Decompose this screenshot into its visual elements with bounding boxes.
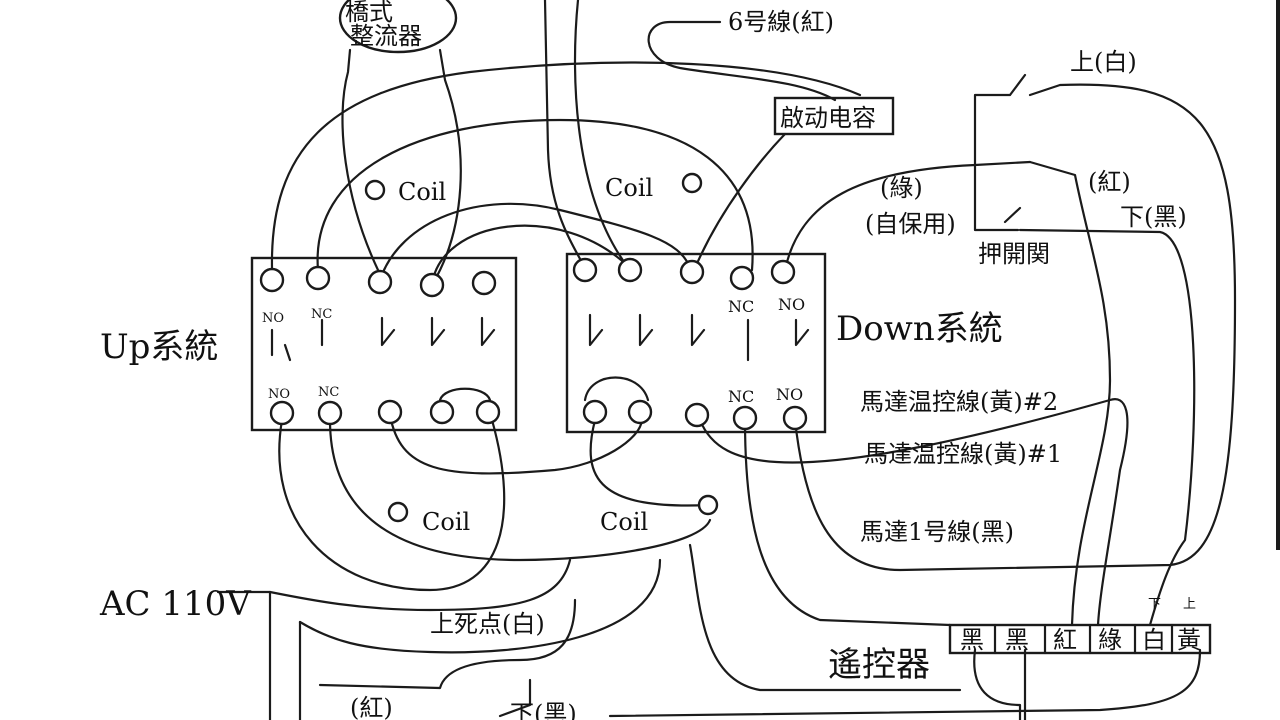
wire-ac-return bbox=[298, 558, 662, 654]
up-bottom-no-label: NO bbox=[268, 387, 290, 402]
wire6-red-label: 6号線(紅) bbox=[728, 8, 834, 36]
coil-up-top-dot bbox=[364, 179, 386, 201]
down-bottom-no-label: NO bbox=[776, 385, 803, 404]
coil-down-top-dot bbox=[681, 172, 703, 194]
bottom-partial-label: 下(黑) bbox=[510, 700, 577, 720]
wire-coil-up-top bbox=[316, 118, 754, 272]
coil-up-top-label: Coil bbox=[398, 178, 446, 206]
red-wire-label: (紅) bbox=[1088, 168, 1131, 196]
self-hold-label: (自保用) bbox=[865, 210, 956, 238]
wire-6-red-b bbox=[573, 0, 632, 272]
remote-cell-3: 紅 bbox=[1053, 626, 1077, 654]
wire-capacitor bbox=[693, 132, 787, 270]
remote-down-label: 下 bbox=[1148, 597, 1161, 612]
up-relay-block bbox=[250, 256, 518, 432]
wire-motor1-black bbox=[743, 418, 952, 627]
push-switch-body bbox=[973, 73, 1032, 232]
coil-down-bottom-dot bbox=[697, 494, 719, 516]
ac-110v-label: AC 110V bbox=[99, 584, 252, 624]
wire-limit-bottom bbox=[498, 678, 532, 718]
up-top-nc-label: NC bbox=[311, 307, 332, 322]
coil-down-top-label: Coil bbox=[605, 174, 653, 202]
wire-coil-bottom-left bbox=[388, 413, 644, 475]
down-black-label: 下(黑) bbox=[1120, 203, 1187, 231]
coil-down-bottom-label: Coil bbox=[600, 508, 648, 536]
wire-bottom-run bbox=[688, 543, 962, 692]
wire-top-loop bbox=[270, 61, 862, 270]
green-wire-label: (綠) bbox=[880, 174, 923, 202]
wire-rectifier-left bbox=[341, 48, 380, 272]
motor-wire1-label: 馬達1号線(黑) bbox=[860, 518, 1014, 546]
rectifier-label-line1: 橋式 bbox=[345, 0, 393, 26]
down-top-no-label: NO bbox=[778, 295, 805, 314]
rectifier-outline bbox=[338, 0, 458, 54]
limit-up-label: 上死点(白) bbox=[430, 610, 545, 638]
wire-green-selfhold bbox=[783, 163, 977, 272]
coil-up-bottom-dot bbox=[387, 501, 409, 523]
wire-6-red bbox=[543, 0, 587, 270]
wire-6-top bbox=[647, 20, 837, 102]
down-relay-contacts bbox=[588, 313, 810, 362]
up-relay-contacts bbox=[270, 316, 496, 362]
up-bottom-terminals bbox=[269, 387, 501, 426]
up-top-terminals bbox=[259, 265, 497, 298]
wire-nc-bottom bbox=[328, 418, 712, 562]
wire-limit-switch bbox=[318, 598, 577, 690]
wire-down-black bbox=[1018, 228, 1196, 627]
scan-edge-line bbox=[1276, 0, 1280, 550]
red-bottom-label: (紅) bbox=[350, 694, 393, 720]
push-switch-label: 押開関 bbox=[978, 240, 1050, 268]
wire-remote-right bbox=[608, 648, 1202, 718]
wire-up-white bbox=[793, 83, 1237, 572]
rectifier-label-line2: 整流器 bbox=[350, 22, 422, 50]
start-capacitor-box bbox=[773, 96, 895, 136]
up-system-label: Up系統 bbox=[100, 327, 218, 367]
remote-cell-6: 黃 bbox=[1177, 626, 1201, 654]
up-top-no-label: NO bbox=[262, 311, 284, 326]
start-capacitor-label: 啟动电容 bbox=[780, 104, 876, 132]
up-white-label: 上(白) bbox=[1070, 48, 1137, 76]
remote-cell-4: 綠 bbox=[1098, 626, 1122, 654]
remote-cell-2: 黑 bbox=[1005, 626, 1029, 654]
down-bottom-terminals bbox=[582, 376, 808, 431]
remote-up-label: 上 bbox=[1183, 597, 1196, 612]
wire-up-bottom-loop bbox=[278, 418, 506, 592]
remote-cell-1: 黑 bbox=[960, 626, 984, 654]
motor-temp1-label: 馬達温控線(黃)#1 bbox=[864, 440, 1062, 468]
up-bottom-nc-label: NC bbox=[318, 385, 339, 400]
wire-remote-bottom bbox=[973, 648, 1027, 720]
down-top-nc-label: NC bbox=[728, 297, 754, 316]
coil-up-bottom-label: Coil bbox=[422, 508, 470, 536]
wire-red-remote bbox=[1028, 160, 1112, 627]
remote-terminal-block bbox=[948, 623, 1212, 655]
motor-temp2-label: 馬達温控線(黃)#2 bbox=[860, 388, 1058, 416]
down-relay-block bbox=[565, 252, 827, 434]
down-bottom-nc-label: NC bbox=[728, 387, 754, 406]
down-system-label: Down系統 bbox=[836, 309, 1003, 349]
wire-rectifier-right bbox=[430, 48, 462, 287]
remote-cell-5: 白 bbox=[1142, 626, 1166, 654]
wire-cross-1 bbox=[378, 202, 692, 282]
remote-label: 遙控器 bbox=[828, 645, 930, 685]
wire-coil-bottom-down bbox=[589, 418, 712, 507]
wire-ac-run bbox=[268, 558, 572, 612]
wire-cross-2 bbox=[430, 224, 632, 287]
down-top-terminals bbox=[572, 257, 796, 291]
